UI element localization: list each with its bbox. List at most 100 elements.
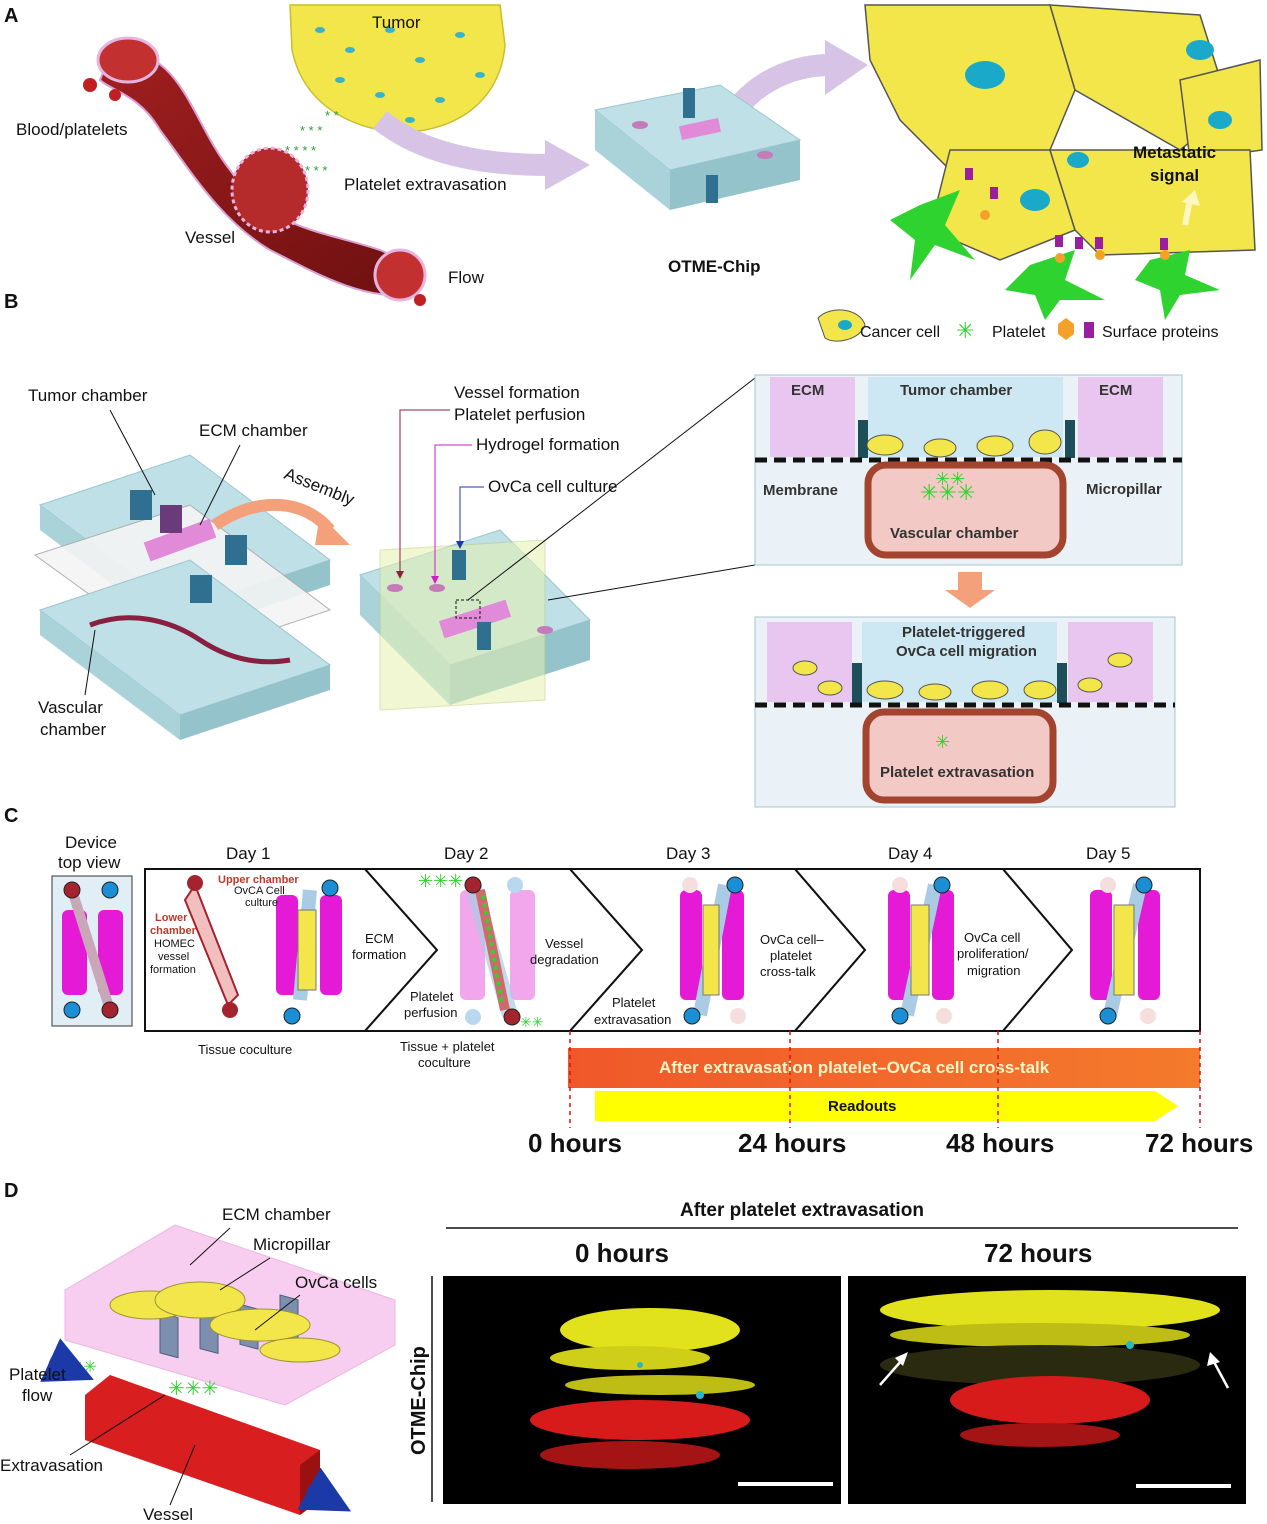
timeline-chevrons — [144, 868, 1201, 1032]
zoom-line-bottom — [547, 564, 756, 601]
device-label-1: Device — [65, 833, 117, 852]
d1-upper-3: culture — [245, 897, 278, 909]
platelet-particles: * * ** * * * * * ** * — [285, 108, 339, 178]
d3-cross-1: OvCa cell– — [760, 932, 824, 947]
d1-upper-1: Upper chamber — [218, 874, 299, 886]
zoom-line-top — [467, 377, 756, 601]
d2-vessel-2: degradation — [530, 952, 599, 967]
d-micropillar: Micropillar — [253, 1235, 331, 1254]
svg-text:✳✳: ✳✳ — [70, 1359, 97, 1376]
d3-extra-1: Platelet — [612, 995, 656, 1010]
d-0-hours: 0 hours — [575, 1238, 669, 1268]
d1-upper-2: OvCA Cell — [234, 885, 285, 897]
d2-bottom-1: Tissue + platelet — [400, 1039, 495, 1054]
day1-illustration — [183, 875, 342, 1025]
cs-ecm-left: ECM — [791, 382, 824, 399]
panel-label-b: B — [4, 291, 18, 313]
panel-label-d: D — [4, 1180, 18, 1202]
d-extravasation: Extravasation — [0, 1456, 103, 1475]
svg-text:* * * *: * * * * — [285, 143, 316, 158]
micrograph-0h — [443, 1276, 841, 1504]
label-vascular-1: Vascular — [38, 698, 103, 717]
otme-chip-illustration — [593, 84, 802, 210]
d3-cross-2: platelet — [770, 948, 812, 963]
label-vascular-2: chamber — [40, 720, 106, 739]
pointer-vessel — [396, 409, 450, 579]
d-otme-label: OTME-Chip — [408, 1346, 430, 1455]
platelets-a — [890, 190, 1220, 320]
svg-text:* * *: * * * — [300, 123, 322, 138]
cs-micropillar: Micropillar — [1086, 481, 1162, 498]
d-platelet-flow-2: flow — [22, 1386, 53, 1405]
d1-lower-5: formation — [150, 964, 196, 976]
panel-label-a: A — [4, 5, 18, 27]
panel-d: D ✳✳✳ ✳✳ ECM chamber Mic — [0, 1180, 1246, 1524]
vessel-breach — [230, 146, 310, 234]
label-platelet-perfusion: Platelet perfusion — [454, 405, 585, 424]
vessel-end-bottom — [373, 248, 427, 302]
d-vessel: Vessel — [143, 1505, 193, 1524]
d1-lower-4: vessel — [158, 951, 189, 963]
down-arrow — [945, 572, 995, 608]
arrow-left — [879, 1359, 903, 1386]
signal-arrowhead — [1182, 190, 1200, 206]
cs2-extravasation: Platelet extravasation — [880, 764, 1034, 781]
label-metastatic: Metastatic — [1133, 143, 1216, 162]
d-72-hours: 72 hours — [984, 1238, 1092, 1268]
pointer-hydrogel — [431, 444, 472, 584]
exploded-chip — [33, 454, 332, 740]
d1-lower-1: Lower — [155, 912, 188, 924]
d1-ecm-1: ECM — [365, 931, 394, 946]
svg-text:✳✳: ✳✳ — [520, 1014, 543, 1030]
d-ecm-chamber: ECM chamber — [222, 1205, 331, 1224]
label-blood-platelets: Blood/platelets — [16, 120, 128, 139]
d4-2: proliferation/ — [957, 946, 1029, 961]
blood-cell — [109, 89, 121, 101]
svg-text:✳✳✳: ✳✳✳ — [920, 480, 975, 505]
vessel-end-top — [96, 36, 160, 84]
pointer-ovca — [456, 486, 484, 549]
d2-vessel-1: Vessel — [545, 936, 583, 951]
readouts-arrow — [595, 1091, 1178, 1121]
cs-vascular-chamber: Vascular chamber — [890, 525, 1019, 542]
micrograph-72h — [848, 1276, 1246, 1504]
surface-protein-dots — [980, 210, 1170, 263]
svg-text:✳✳: ✳✳ — [935, 469, 965, 489]
device-label-2: top view — [58, 853, 121, 872]
cs-tumor-chamber: Tumor chamber — [900, 382, 1012, 399]
leader-d-ecm — [189, 1227, 231, 1266]
day-5: Day 5 — [1086, 844, 1130, 863]
legend-a: Cancer cell ✳ Platelet Surface proteins — [817, 309, 1219, 343]
hour-48: 48 hours — [946, 1128, 1054, 1158]
d4-1: OvCa cell — [964, 930, 1020, 945]
leader-d-ovca — [254, 1294, 301, 1331]
d3-extra-2: extravasation — [594, 1012, 671, 1027]
d1-lower-2: chamber — [150, 925, 197, 937]
svg-text:* *: * * — [325, 108, 339, 123]
label-ovca-culture: OvCa cell culture — [488, 477, 617, 496]
hour-0: 0 hours — [528, 1128, 622, 1158]
day2-illustration: ✳✳✳ ✳✳ — [418, 871, 543, 1030]
arrowhead-to-cells — [825, 40, 868, 95]
d3-cross-3: cross-talk — [760, 964, 816, 979]
d-schematic: ✳✳✳ ✳✳ — [40, 1224, 396, 1515]
svg-text:✳✳✳: ✳✳✳ — [418, 871, 463, 891]
d2-bottom-2: coculture — [418, 1055, 471, 1070]
svg-text:✳✳✳: ✳✳✳ — [168, 1378, 218, 1400]
day-3: Day 3 — [666, 844, 710, 863]
signal-arrow — [1182, 199, 1193, 226]
label-vessel-formation: Vessel formation — [454, 383, 580, 402]
assembled-chip — [359, 529, 591, 711]
label-flow: Flow — [448, 268, 485, 287]
legend-platelet-icon: ✳ — [956, 318, 974, 343]
legend-protein-tag-icon — [1084, 322, 1094, 338]
cross-section-2: ✳ — [754, 616, 1176, 808]
blood-cell — [83, 78, 97, 92]
d-ovca-cells: OvCa cells — [295, 1273, 377, 1292]
d1-ecm-2: formation — [352, 947, 406, 962]
leader-tumor-chamber — [109, 409, 156, 496]
label-platelet-extravasation: Platelet extravasation — [344, 175, 507, 194]
blood-cell — [414, 294, 426, 306]
leader-d-extravasation — [69, 1394, 166, 1456]
